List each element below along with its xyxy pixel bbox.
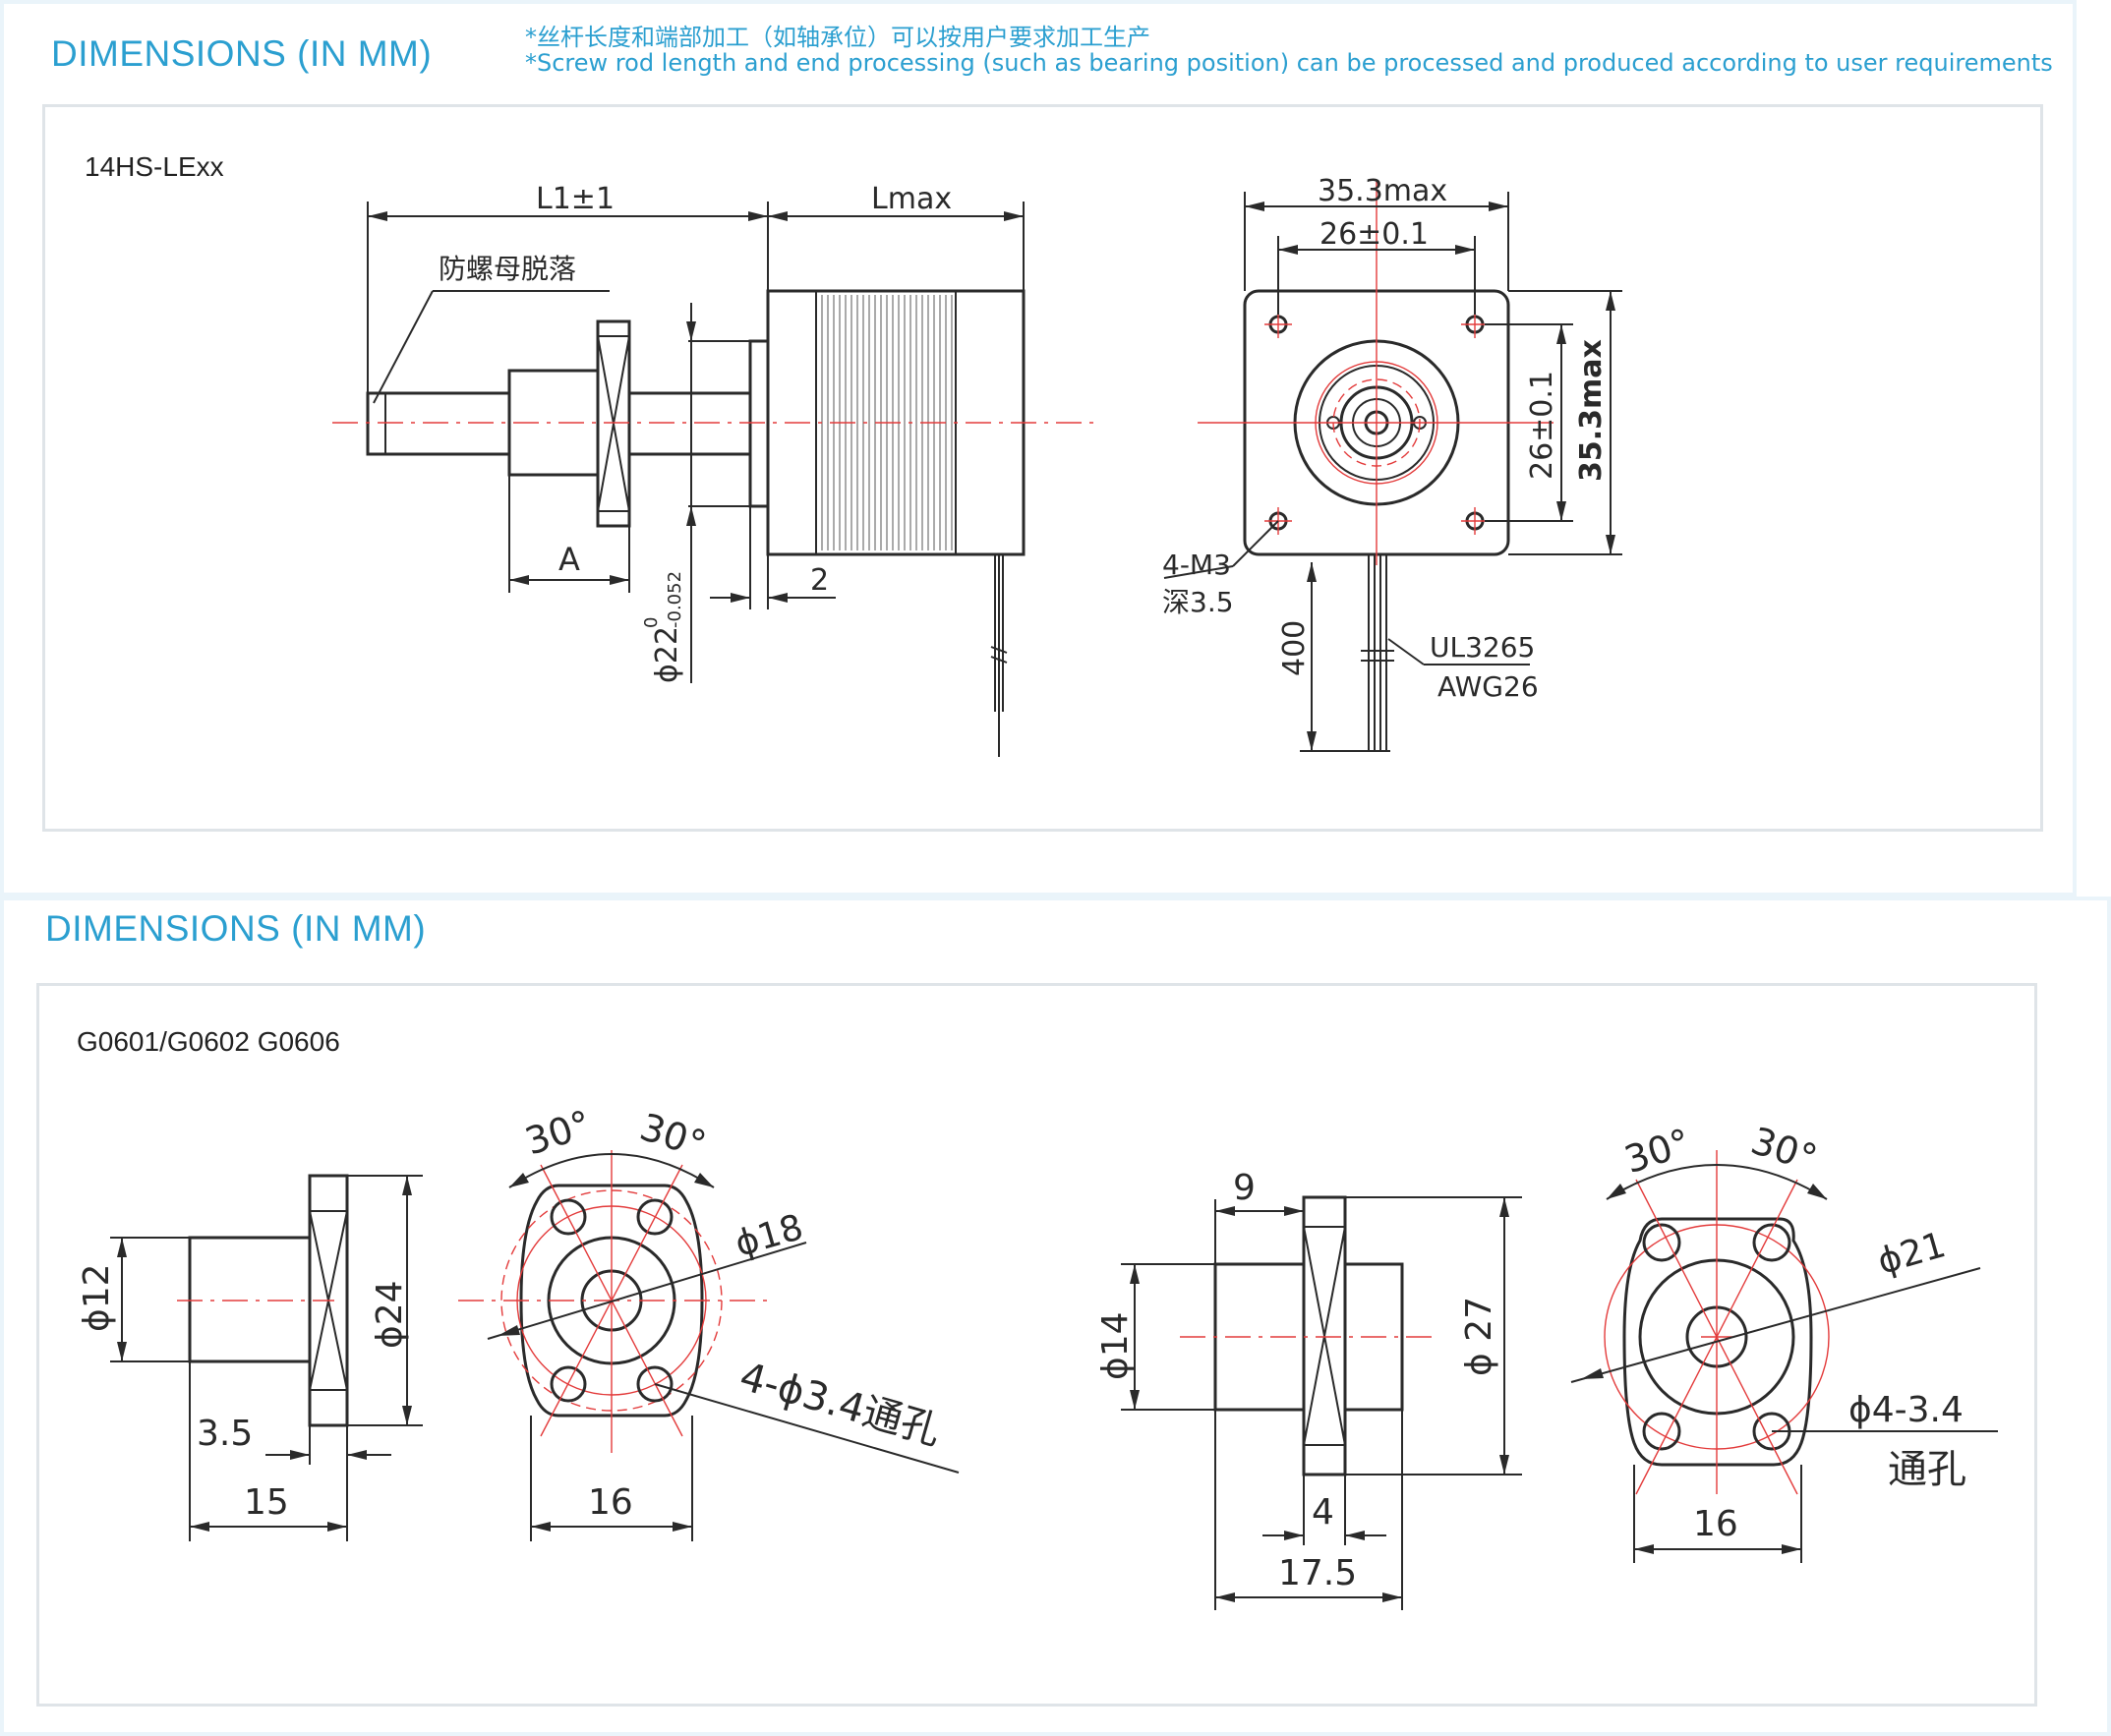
section-2-title: DIMENSIONS (IN MM) xyxy=(45,908,427,949)
dim-height-26: 26±0.1 xyxy=(1525,371,1559,480)
dim-width-26: 26±0.1 xyxy=(1319,217,1429,252)
hole-callout: 4-M3 xyxy=(1162,549,1231,581)
dim-lmax: Lmax xyxy=(871,182,952,216)
nut1-dim-phi24: ϕ24 xyxy=(370,1280,410,1349)
nut1-holes-callout: 4-ϕ3.4通孔 xyxy=(734,1354,945,1454)
dim-phi22-tol-lower: -0.052 xyxy=(665,571,685,628)
nut1-angle-left: 30° xyxy=(520,1102,597,1164)
dim-2: 2 xyxy=(810,563,829,598)
dim-a: A xyxy=(558,541,580,578)
nut1-dim-phi12: ϕ12 xyxy=(77,1263,117,1332)
nut2-dim-phi14: ϕ14 xyxy=(1095,1311,1136,1380)
wire-type: UL3265 xyxy=(1430,631,1535,664)
nut2-dim-phi21: ϕ21 xyxy=(1873,1225,1950,1283)
nut1-dim-15: 15 xyxy=(244,1482,289,1523)
nut2-angle-left: 30° xyxy=(1619,1121,1696,1183)
dim-height-353: 35.3max xyxy=(1574,339,1609,482)
nut1-holes xyxy=(550,1198,674,1403)
motor-drawing: L1±1 Lmax 防螺母脱落 A 2 ϕ22 0 -0.052 xyxy=(332,174,1622,757)
nut1-dim-16: 16 xyxy=(588,1482,633,1523)
nut2-holes-callout: ϕ4-3.4 xyxy=(1848,1390,1964,1430)
note-chinese: *丝杆长度和端部加工（如轴承位）可以按用户要求加工生产 xyxy=(525,24,1150,51)
dim-l1: L1±1 xyxy=(536,182,615,216)
model-number-1: 14HS-LExx xyxy=(85,151,224,182)
nut1-dim-3-5: 3.5 xyxy=(197,1414,253,1454)
nut2-dim-4: 4 xyxy=(1312,1492,1334,1533)
dim-phi22: ϕ22 xyxy=(650,626,684,683)
anti-drop-label: 防螺母脱落 xyxy=(439,253,576,285)
cable-front xyxy=(1361,554,1394,751)
nut2-dim-16: 16 xyxy=(1693,1504,1738,1544)
dim-lead-400: 400 xyxy=(1277,620,1312,676)
hole-depth: 深3.5 xyxy=(1162,586,1234,618)
mounting-holes xyxy=(1264,311,1489,535)
nut2-angle-right: 30° xyxy=(1746,1119,1823,1181)
nut1-dim-phi18: ϕ18 xyxy=(731,1207,807,1265)
dim-phi22-tol-upper: 0 xyxy=(641,617,662,628)
nut2-front-flange xyxy=(1622,1217,1813,1467)
model-number-2: G0601/G0602 G0606 xyxy=(77,1026,340,1057)
wire-gauge: AWG26 xyxy=(1437,670,1539,703)
nut1-flange xyxy=(308,1174,349,1427)
nut2-dim-17-5: 17.5 xyxy=(1278,1553,1357,1593)
nut2-holes xyxy=(1642,1223,1791,1451)
nut1-hub xyxy=(188,1236,312,1363)
nut2-dim-9: 9 xyxy=(1233,1168,1256,1208)
dim-width-353: 35.3max xyxy=(1318,174,1447,208)
nut2-holes-through: 通孔 xyxy=(1888,1447,1966,1492)
nut1-front-flange xyxy=(519,1184,704,1418)
section-1-title: DIMENSIONS (IN MM) xyxy=(51,33,433,74)
note-english: *Screw rod length and end processing (su… xyxy=(525,49,2053,77)
nut2-dim-phi27: ϕ 27 xyxy=(1459,1297,1499,1376)
drawing-panel-1 xyxy=(42,104,2043,832)
